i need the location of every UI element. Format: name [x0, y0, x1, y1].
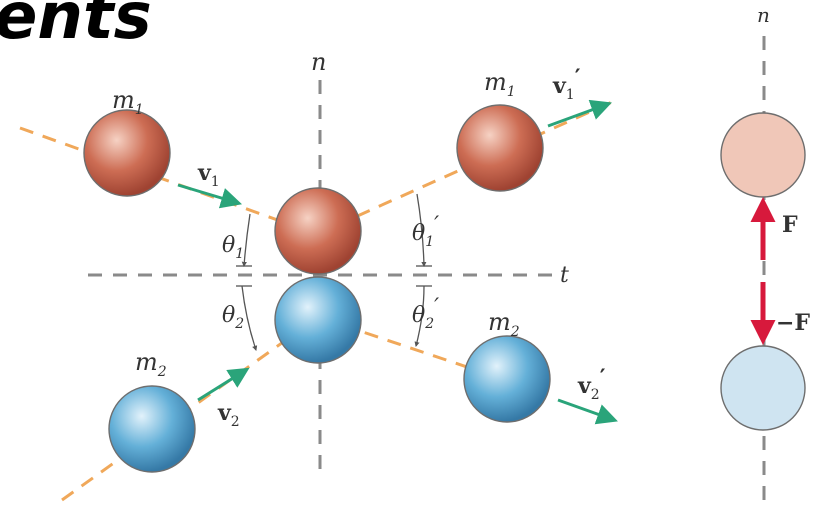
normal-axis-right-label: n — [757, 3, 770, 27]
ball-m1-contact — [274, 187, 362, 275]
theta2-prime-label: θ2′ — [412, 295, 439, 332]
v2-arrow — [197, 367, 250, 402]
v1-arrow — [177, 183, 243, 209]
m2-before-label: m2 — [135, 348, 167, 380]
v2-prime-label: v2′ — [577, 365, 606, 403]
force-down-label: −F — [776, 310, 810, 336]
v2-prime-arrow — [557, 398, 618, 425]
theta1-prime-label: θ1′ — [412, 213, 439, 250]
ball-bottom-light — [720, 345, 806, 431]
m2-after-label: m2 — [488, 308, 520, 340]
v1-prime-label: v1′ — [552, 65, 581, 103]
v1-label: v1 — [197, 160, 220, 190]
angle-markers — [236, 193, 432, 351]
m2-outgoing-path — [341, 323, 483, 374]
theta2-label: θ2 — [222, 303, 244, 332]
ball-m1-before — [83, 109, 171, 197]
v2-label: v2 — [217, 400, 240, 430]
normal-axis-label: n — [311, 48, 326, 76]
velocity-arrows — [177, 99, 618, 425]
m1-after-label: m1 — [484, 68, 516, 100]
ball-m1-after — [456, 104, 544, 192]
ball-m2-before — [108, 385, 196, 473]
theta1-label: θ1 — [222, 233, 244, 262]
ball-m2-after — [463, 335, 551, 423]
v1-prime-arrow — [547, 99, 612, 128]
heading-fragment: ents — [0, 0, 152, 54]
tangent-axis-label: t — [560, 263, 569, 288]
ball-top-light — [720, 112, 806, 198]
ball-m2-contact — [274, 276, 362, 364]
balls — [83, 104, 806, 473]
force-up-label: F — [782, 212, 798, 238]
m1-before-label: m1 — [112, 86, 144, 118]
